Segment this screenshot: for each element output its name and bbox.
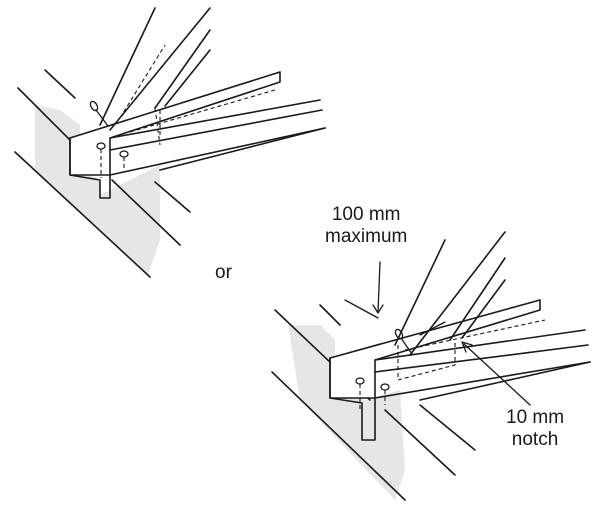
wall-edge-line <box>319 304 341 326</box>
leader-line <box>463 343 531 406</box>
wall-edge-line <box>154 181 191 213</box>
notch-label: 10 mm notch <box>506 407 564 451</box>
plate-end-outline <box>69 137 111 199</box>
rafter-line <box>394 239 446 346</box>
beam-edge-line <box>419 361 591 401</box>
rafter-line <box>154 29 211 109</box>
detail-bottom <box>271 231 591 501</box>
leader-line <box>377 261 381 313</box>
detail-top <box>14 7 326 278</box>
rafter-line <box>109 7 211 131</box>
wall-edge-line <box>271 371 406 501</box>
arrowhead-icon <box>372 304 384 314</box>
notch-value: 10 mm <box>506 407 565 428</box>
rafter-line <box>461 279 506 339</box>
max-distance-value: 100 mm <box>331 204 401 225</box>
max-distance-qualifier: maximum <box>325 226 408 247</box>
alternative-label: or <box>215 262 232 283</box>
wall-shading-bottom <box>288 325 405 500</box>
beam-edge-line <box>109 99 321 139</box>
rafter-line <box>449 257 506 341</box>
beam-edge-line <box>109 127 326 176</box>
nail-icon <box>119 150 129 172</box>
beam-edge-line <box>374 344 589 373</box>
dimension-line <box>419 321 446 336</box>
hidden-line <box>404 319 546 351</box>
wall-edge-line <box>419 404 476 451</box>
wall-edge-line <box>44 69 76 99</box>
wall-edge-line <box>111 179 181 246</box>
wall-edge-line <box>14 151 151 278</box>
wall-shading-top <box>35 105 160 275</box>
arrowhead-icon <box>461 341 473 353</box>
beam-edge-line <box>374 361 591 399</box>
hidden-line <box>119 44 166 119</box>
hidden-line <box>154 107 161 146</box>
beam-edge-line <box>159 127 326 171</box>
beam-edge-line <box>109 109 323 151</box>
nail-icon <box>380 383 390 405</box>
wall-edge-line <box>384 409 456 476</box>
nail-icon <box>355 377 365 412</box>
dimension-line <box>344 299 379 319</box>
max-distance-label: 100 mm maximum <box>325 204 407 248</box>
nail-icon <box>96 142 106 178</box>
skew-nail-icon <box>89 100 109 127</box>
plate-end-outline <box>329 357 376 441</box>
notch-outline <box>397 340 456 381</box>
rafter-line <box>164 49 211 107</box>
rafter-line <box>409 231 506 356</box>
notch-word: notch <box>511 429 559 450</box>
rafter-line <box>99 7 156 126</box>
skew-nail-icon <box>394 328 413 355</box>
